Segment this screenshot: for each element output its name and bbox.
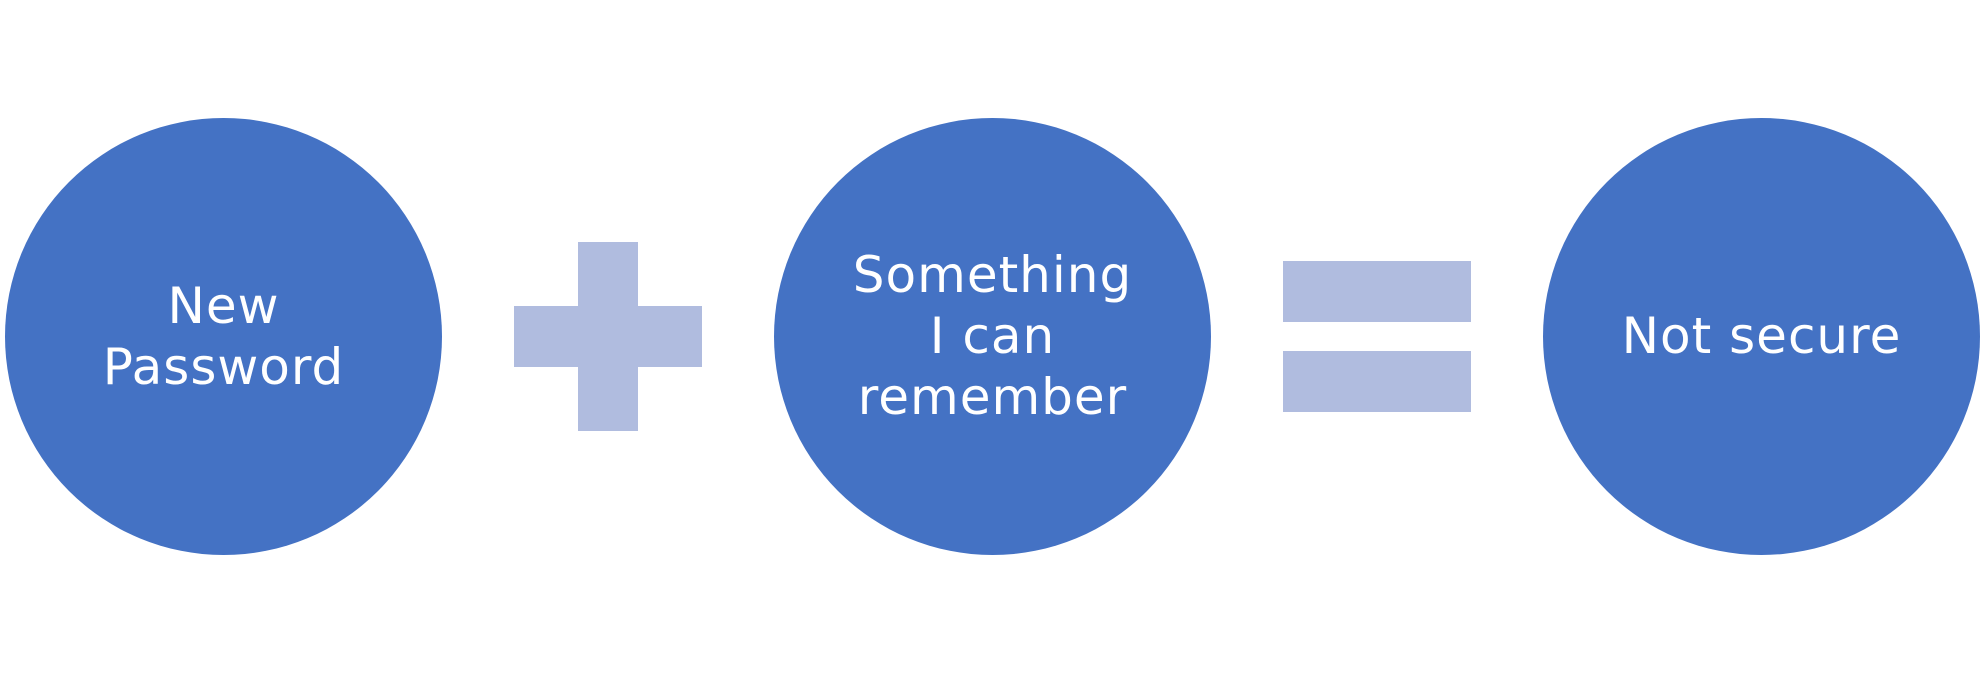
new-password-circle: New Password bbox=[5, 118, 442, 555]
memorable-circle: Something I can remember bbox=[774, 118, 1211, 555]
new-password-label: New Password bbox=[102, 276, 345, 396]
not-secure-label: Not secure bbox=[1621, 307, 1902, 365]
plus-horizontal-bar bbox=[514, 306, 702, 367]
equals-top-bar bbox=[1283, 261, 1471, 322]
equals-bottom-bar bbox=[1283, 351, 1471, 412]
memorable-label: Something I can remember bbox=[852, 246, 1133, 426]
not-secure-circle: Not secure bbox=[1543, 118, 1980, 555]
